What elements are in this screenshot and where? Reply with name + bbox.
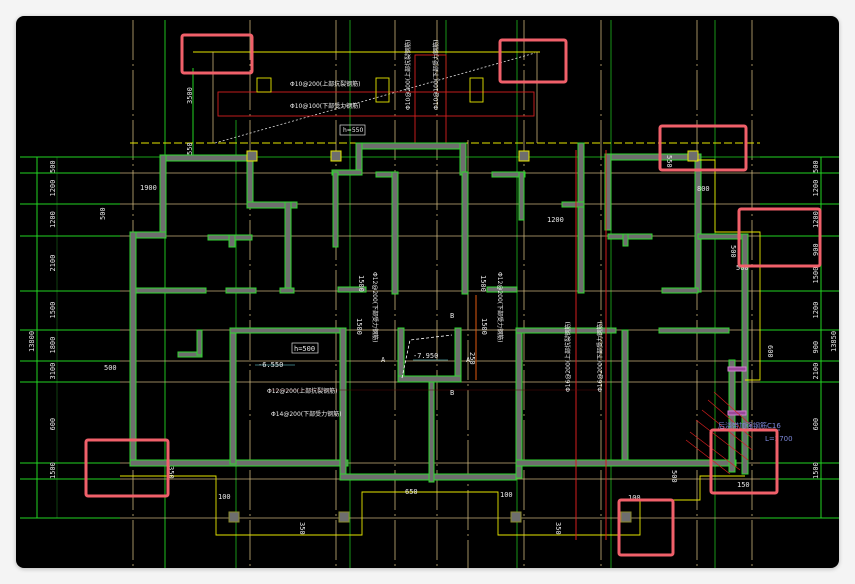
section-b-top: B: [450, 312, 454, 320]
top-vert-note-2: Φ10@100(下部受力钢筋): [432, 40, 440, 111]
left-dimension-value-1: 1200: [49, 180, 57, 197]
dim-800: 800: [697, 185, 710, 193]
highlight-right-middle: [737, 207, 822, 268]
dim-500-bottom: 500: [670, 470, 678, 483]
left-dimension-chain: [20, 156, 120, 519]
left-dimension-values: 500 1200 1200 2100 1500 1800 3100 600 1500: [49, 160, 57, 479]
dim-500-left: 500: [99, 207, 107, 220]
labels: Φ10@200(上部抗裂钢筋) Φ10@100(下部受力钢筋) h=550 Φ1…: [99, 40, 793, 535]
right-dimension-values: 500 1200 1200 900 1500 1200 900 2100 600 1500: [812, 160, 820, 479]
dim-100-c: 100: [628, 494, 641, 502]
pit-elevation: -7.950: [413, 352, 438, 360]
right-dimension-value-2: 1200: [812, 211, 820, 228]
right-dimension-value-1: 1200: [812, 180, 820, 197]
highlight-top-left: [180, 33, 254, 75]
right-dimension-value-6: 900: [812, 341, 820, 354]
hatch-region: [685, 391, 753, 475]
right-dimension-chain: [760, 156, 839, 519]
dim-1200: 1200: [547, 216, 564, 224]
dim-500-right2: 500: [736, 264, 749, 272]
vert-right-note-2: Φ16@200(下部受力钢筋): [596, 322, 604, 393]
highlight-top-right: [658, 124, 748, 172]
dim-350-b: 350: [554, 522, 562, 535]
dim-100-a: 100: [218, 493, 231, 501]
walls: [129, 142, 749, 523]
dim-150: 150: [737, 481, 750, 489]
section-b-bottom: B: [450, 389, 454, 397]
vert-mid-note-1: Φ12@200(下部受力钢筋): [371, 272, 379, 343]
dim-550-left: 550: [186, 142, 194, 155]
red-rebar-lines: [270, 150, 607, 540]
left-dimension-value-7: 600: [49, 418, 57, 431]
dim-1500-d: 1500: [480, 318, 488, 335]
left-dimension-value-2: 1200: [49, 211, 57, 228]
slab-thickness-box: [291, 342, 319, 354]
right-dimension-value-7: 2100: [812, 363, 820, 380]
slab-thickness: h=500: [294, 345, 315, 353]
right-dimension-value-4: 1500: [812, 267, 820, 284]
dim-350-a: 350: [298, 522, 306, 535]
right-total-dimension: 13850: [830, 331, 838, 352]
dim-1500-b: 1500: [479, 275, 487, 292]
left-dimension-value-5: 1800: [49, 337, 57, 354]
highlight-boxes: [84, 33, 822, 557]
highlight-bottom-center: [617, 498, 675, 557]
left-dimension-value-4: 1500: [49, 302, 57, 319]
top-note-upper: Φ10@200(上部抗裂钢筋): [290, 80, 361, 88]
dim-550-right: 550: [665, 155, 673, 168]
vert-mid-note-2: Φ12@200(下部受力钢筋): [496, 272, 504, 343]
left-total-dimension: 13800: [28, 331, 36, 352]
blue-note-length: L=2700: [765, 435, 793, 443]
top-thickness: h=550: [343, 127, 363, 134]
dim-500-right: 500: [729, 245, 737, 258]
dim-3500: 3500: [186, 87, 194, 104]
axis-lines: [132, 20, 753, 568]
highlight-bottom-left: [84, 438, 170, 498]
dim-100-b: 100: [500, 491, 513, 499]
dim-350-c: 350: [167, 466, 175, 479]
dim-1500-c: 1500: [355, 318, 363, 335]
left-dimension-value-6: 3100: [49, 363, 57, 380]
orange-mark: 250: [468, 352, 476, 365]
right-dimension-value-5: 1200: [812, 302, 820, 319]
left-dimension-value-0: 500: [49, 160, 57, 173]
vert-right-note-1: Φ16@200(上部抗裂钢筋): [564, 322, 572, 393]
cad-drawing-canvas: Φ10@200(上部抗裂钢筋) Φ10@100(下部受力钢筋) h=550 Φ1…: [16, 16, 839, 568]
blue-note-rebar: 后浇带加强钢筋C16: [718, 421, 781, 430]
dim-650: 650: [405, 488, 418, 496]
top-vert-note-1: Φ10@200(上部抗裂钢筋): [404, 40, 412, 111]
right-dimension-value-8: 600: [812, 418, 820, 431]
left-dimension-value-8: 1500: [49, 462, 57, 479]
dim-600: 600: [766, 345, 774, 358]
mid-note-upper: Φ12@200(上部抗裂钢筋): [267, 387, 338, 395]
section-a-right: A: [466, 356, 471, 364]
right-dimension-value-0: 500: [812, 160, 820, 173]
highlight-bottom-right: [709, 428, 779, 495]
floor-plan-svg: Φ10@200(上部抗裂钢筋) Φ10@100(下部受力钢筋) h=550 Φ1…: [20, 20, 839, 568]
elevation-left: -6.550: [258, 361, 283, 369]
left-dimension-value-3: 2100: [49, 255, 57, 272]
dim-500-left2: 500: [104, 364, 117, 372]
right-dimension-value-9: 1500: [812, 462, 820, 479]
section-a-left: A: [381, 356, 386, 364]
dim-1900: 1900: [140, 184, 157, 192]
right-dimension-value-3: 900: [812, 243, 820, 256]
dim-1500-a: 1500: [357, 275, 365, 292]
highlight-top-center: [498, 38, 568, 84]
pit-slope-line: [401, 334, 453, 379]
top-note-lower: Φ10@100(下部受力钢筋): [290, 102, 361, 110]
mid-note-lower: Φ14@200(下部受力钢筋): [271, 410, 342, 418]
